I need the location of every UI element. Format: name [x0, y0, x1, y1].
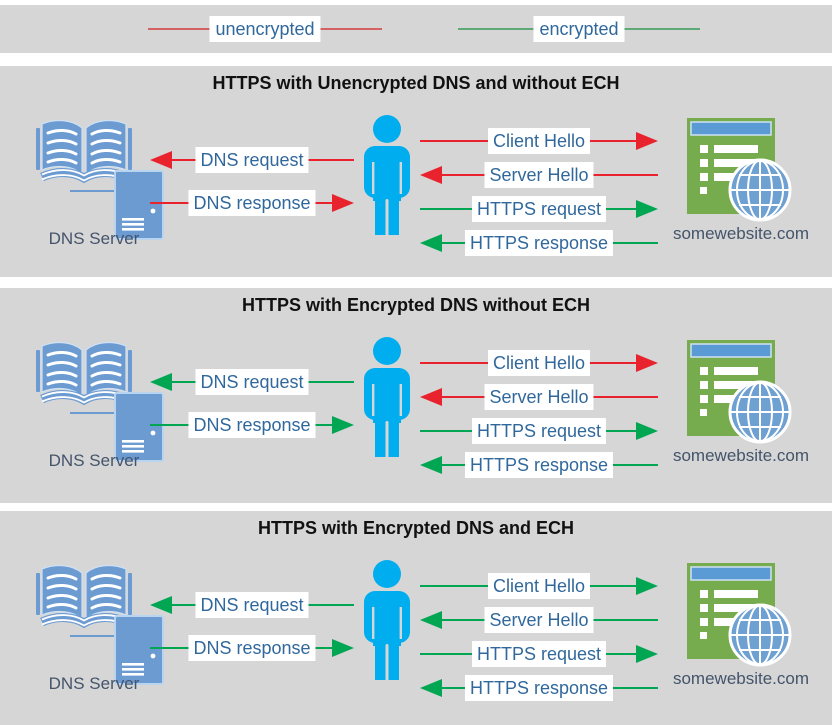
- legend-unencrypted: unencrypted: [148, 16, 382, 42]
- globe-icon: [728, 380, 792, 444]
- globe-icon: [728, 603, 792, 667]
- dns-server-caption: DNS Server: [48, 229, 140, 248]
- https-response-label: HTTPS response: [464, 452, 614, 478]
- dns-response-arrow: DNS response: [150, 412, 354, 438]
- book-server-connector: [70, 190, 116, 192]
- dns-request-arrow: DNS request: [150, 592, 354, 618]
- server-hello-arrow: Server Hello: [420, 607, 658, 633]
- legend-encrypted-label: encrypted: [533, 16, 625, 42]
- client-hello-label: Client Hello: [487, 128, 591, 154]
- arrowhead-icon: [636, 577, 658, 595]
- book-server-connector: [70, 635, 116, 637]
- https-request-arrow: HTTPS request: [420, 641, 658, 667]
- arrowhead-icon: [420, 234, 442, 252]
- arrowhead-icon: [420, 388, 442, 406]
- arrowhead-icon: [150, 151, 172, 169]
- https-request-arrow: HTTPS request: [420, 196, 658, 222]
- arrowhead-icon: [636, 422, 658, 440]
- arrowhead-icon: [636, 132, 658, 150]
- scenario-panel: HTTPS with Unencrypted DNS and without E…: [0, 66, 832, 277]
- client-hello-label: Client Hello: [487, 350, 591, 376]
- dns-request-label: DNS request: [195, 147, 309, 173]
- panel-title: HTTPS with Encrypted DNS without ECH: [241, 295, 590, 315]
- arrowhead-icon: [636, 354, 658, 372]
- https-response-label: HTTPS response: [464, 675, 614, 701]
- arrowhead-icon: [420, 166, 442, 184]
- dns-server-icon: [114, 615, 164, 685]
- https-response-arrow: HTTPS response: [420, 452, 658, 478]
- server-hello-arrow: Server Hello: [420, 162, 658, 188]
- arrowhead-icon: [150, 373, 172, 391]
- dns-server-icon: [114, 392, 164, 462]
- panel-title: HTTPS with Unencrypted DNS and without E…: [212, 73, 620, 93]
- dns-book-icon: [36, 341, 132, 406]
- dns-request-arrow: DNS request: [150, 369, 354, 395]
- https-response-label: HTTPS response: [464, 230, 614, 256]
- dns-server-caption: DNS Server: [48, 451, 140, 470]
- https-request-arrow: HTTPS request: [420, 418, 658, 444]
- https-response-arrow: HTTPS response: [420, 230, 658, 256]
- dns-response-label: DNS response: [188, 635, 316, 661]
- server-hello-arrow: Server Hello: [420, 384, 658, 410]
- dns-request-arrow: DNS request: [150, 147, 354, 173]
- dns-response-arrow: DNS response: [150, 190, 354, 216]
- client-hello-arrow: Client Hello: [420, 350, 658, 376]
- website-caption: somewebsite.com: [672, 669, 810, 688]
- globe-icon: [728, 158, 792, 222]
- website-caption: somewebsite.com: [672, 224, 810, 243]
- https-request-label: HTTPS request: [471, 196, 607, 222]
- dns-server-caption: DNS Server: [48, 674, 140, 693]
- panel-title: HTTPS with Encrypted DNS and ECH: [257, 518, 575, 538]
- user-icon: [364, 560, 410, 680]
- https-request-label: HTTPS request: [471, 418, 607, 444]
- https-request-label: HTTPS request: [471, 641, 607, 667]
- arrowhead-icon: [332, 194, 354, 212]
- dns-server-icon: [114, 170, 164, 240]
- dns-book-icon: [36, 119, 132, 184]
- arrowhead-icon: [636, 200, 658, 218]
- scenario-panel: HTTPS with Encrypted DNS and ECH: [0, 511, 832, 725]
- arrowhead-icon: [332, 639, 354, 657]
- client-hello-arrow: Client Hello: [420, 128, 658, 154]
- server-hello-label: Server Hello: [484, 162, 594, 188]
- legend-unencrypted-label: unencrypted: [209, 16, 321, 42]
- server-hello-label: Server Hello: [484, 607, 594, 633]
- dns-response-label: DNS response: [188, 412, 316, 438]
- legend-bar: unencrypted encrypted: [0, 5, 832, 53]
- arrowhead-icon: [150, 596, 172, 614]
- legend-encrypted: encrypted: [458, 16, 700, 42]
- client-hello-arrow: Client Hello: [420, 573, 658, 599]
- dns-request-label: DNS request: [195, 592, 309, 618]
- server-hello-label: Server Hello: [484, 384, 594, 410]
- arrowhead-icon: [420, 611, 442, 629]
- scenario-panel: HTTPS with Encrypted DNS without ECH: [0, 288, 832, 503]
- dns-request-label: DNS request: [195, 369, 309, 395]
- dns-response-arrow: DNS response: [150, 635, 354, 661]
- arrowhead-icon: [332, 416, 354, 434]
- dns-response-label: DNS response: [188, 190, 316, 216]
- arrowhead-icon: [420, 456, 442, 474]
- website-caption: somewebsite.com: [672, 446, 810, 465]
- arrowhead-icon: [636, 645, 658, 663]
- book-server-connector: [70, 412, 116, 414]
- user-icon: [364, 115, 410, 235]
- client-hello-label: Client Hello: [487, 573, 591, 599]
- dns-book-icon: [36, 564, 132, 629]
- arrowhead-icon: [420, 679, 442, 697]
- https-response-arrow: HTTPS response: [420, 675, 658, 701]
- user-icon: [364, 337, 410, 457]
